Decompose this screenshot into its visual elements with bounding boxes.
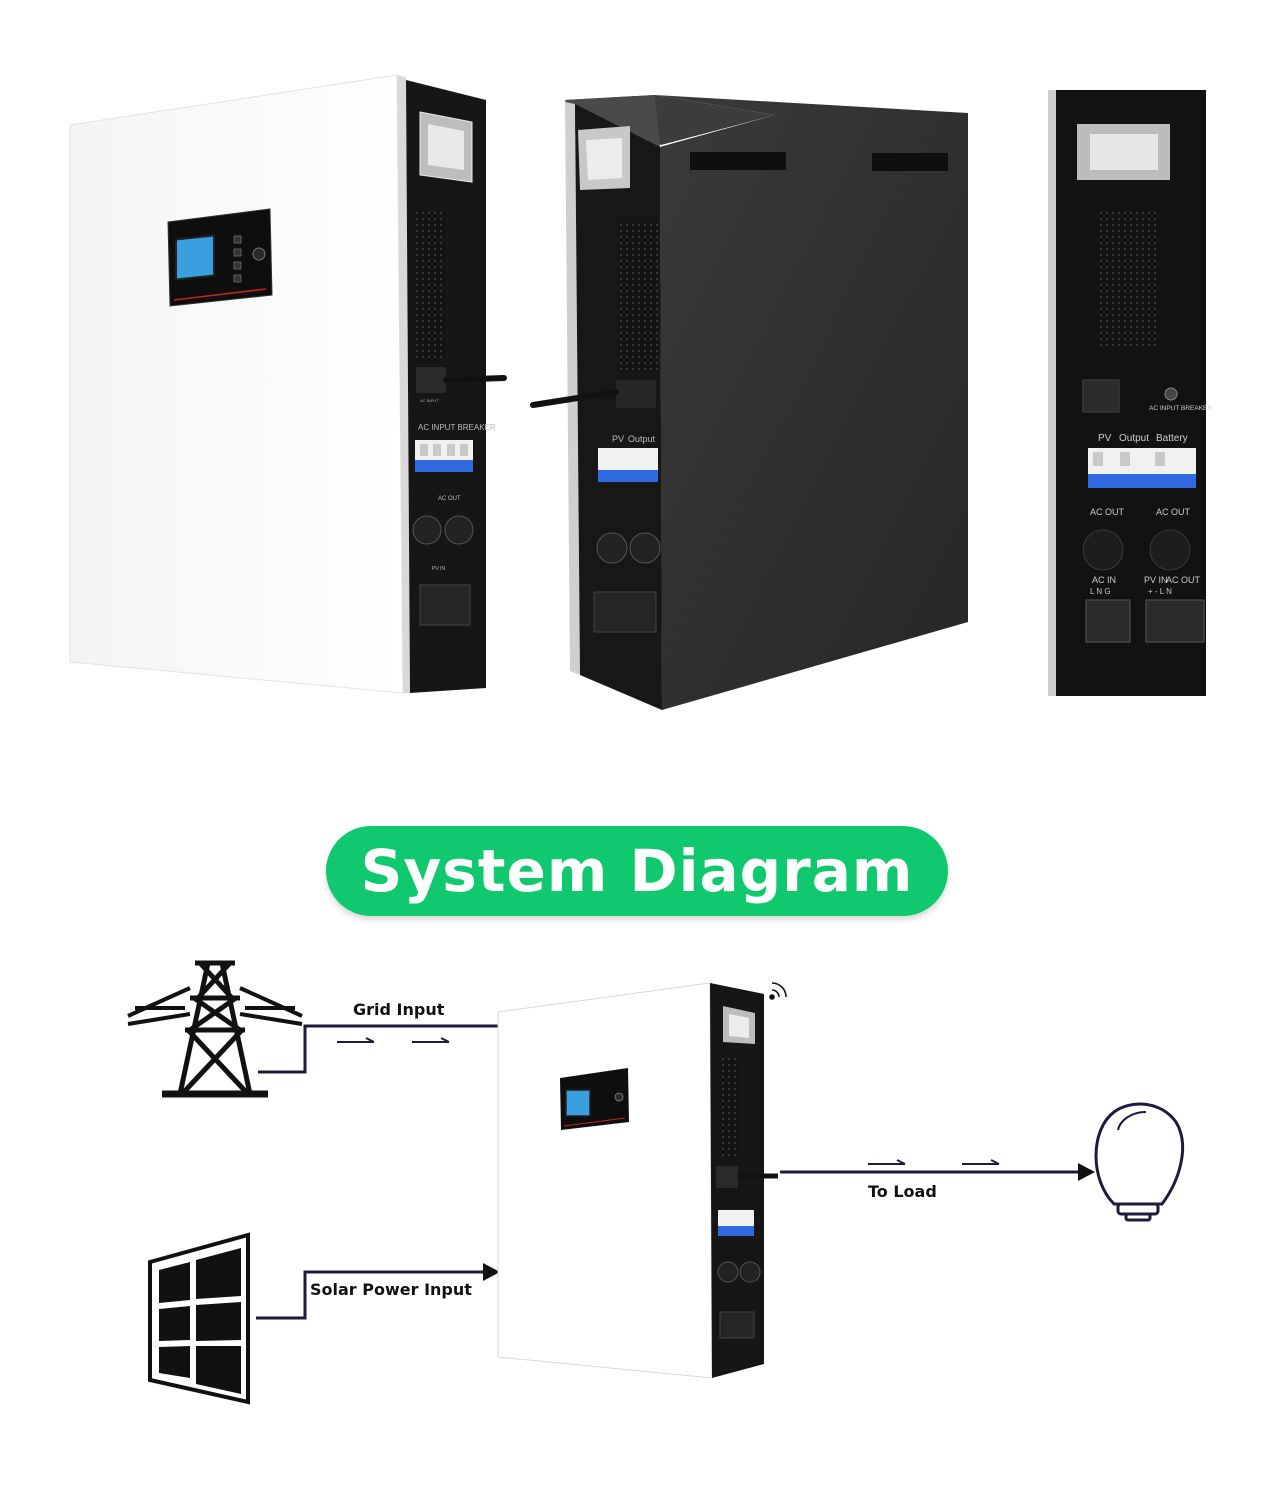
load-flow-arrows — [868, 1159, 1000, 1165]
pv-label-2: PV — [612, 434, 624, 444]
light-bulb-icon — [1094, 1102, 1185, 1222]
lcd-control-panel — [167, 208, 273, 307]
breaker-switches — [415, 440, 473, 472]
svg-text:AC INPUT: AC INPUT — [420, 398, 439, 403]
wifi-signal-icon — [769, 982, 787, 1000]
power-pylon-icon — [127, 960, 303, 1098]
ac-input-breaker-label-3: AC INPUT BREAKER — [1149, 405, 1212, 412]
inverter-front-view: AC INPUT AC INPUT BREAKER AC OUT PV IN — [69, 74, 507, 694]
ac-in-label-3: AC IN — [1092, 575, 1116, 585]
load-arrowhead — [1078, 1163, 1095, 1181]
page-title: System Diagram — [360, 837, 914, 905]
carry-handle — [419, 111, 473, 183]
ac-out-label-3a: AC OUT — [1090, 507, 1125, 517]
ac-out-label-3c: AC OUT — [1166, 575, 1201, 585]
breaker-switches-3 — [1088, 448, 1196, 488]
ac-out-label-3b: AC OUT — [1156, 507, 1191, 517]
output-label-3: Output — [1119, 433, 1149, 444]
ac-input-breaker-label: AC INPUT BREAKER — [418, 423, 496, 432]
inverter-diagram-unit — [497, 982, 764, 1379]
solar-panel-icon — [148, 1232, 250, 1405]
ac-out-label-1: AC OUT — [438, 496, 461, 502]
load-connection-line — [738, 1170, 1078, 1179]
output-label-2: Output — [628, 434, 656, 444]
grid-input-label: Grid Input — [353, 1000, 445, 1019]
grid-connection-line — [258, 1024, 498, 1074]
pv-in-label-1: PV IN — [432, 566, 445, 572]
inverter-side-panel-view: AC INPUT BREAKER PV Output Battery AC OU… — [1048, 90, 1212, 696]
to-load-label: To Load — [868, 1182, 937, 1201]
inverter-rear-angle-view: PV Output — [530, 95, 968, 710]
pv-label-3: PV — [1098, 433, 1112, 444]
title-banner: System Diagram — [326, 826, 948, 916]
battery-label-3: Battery — [1156, 433, 1188, 444]
grid-flow-arrows — [337, 1037, 450, 1043]
solar-arrowhead — [483, 1263, 500, 1281]
solar-power-input-label: Solar Power Input — [310, 1280, 472, 1299]
pm-ln-label-3: + - L N — [1148, 587, 1172, 596]
lng-label-3: L N G — [1090, 587, 1111, 596]
pv-in-label-3: PV IN — [1144, 575, 1168, 585]
solar-connection-line — [256, 1270, 486, 1320]
